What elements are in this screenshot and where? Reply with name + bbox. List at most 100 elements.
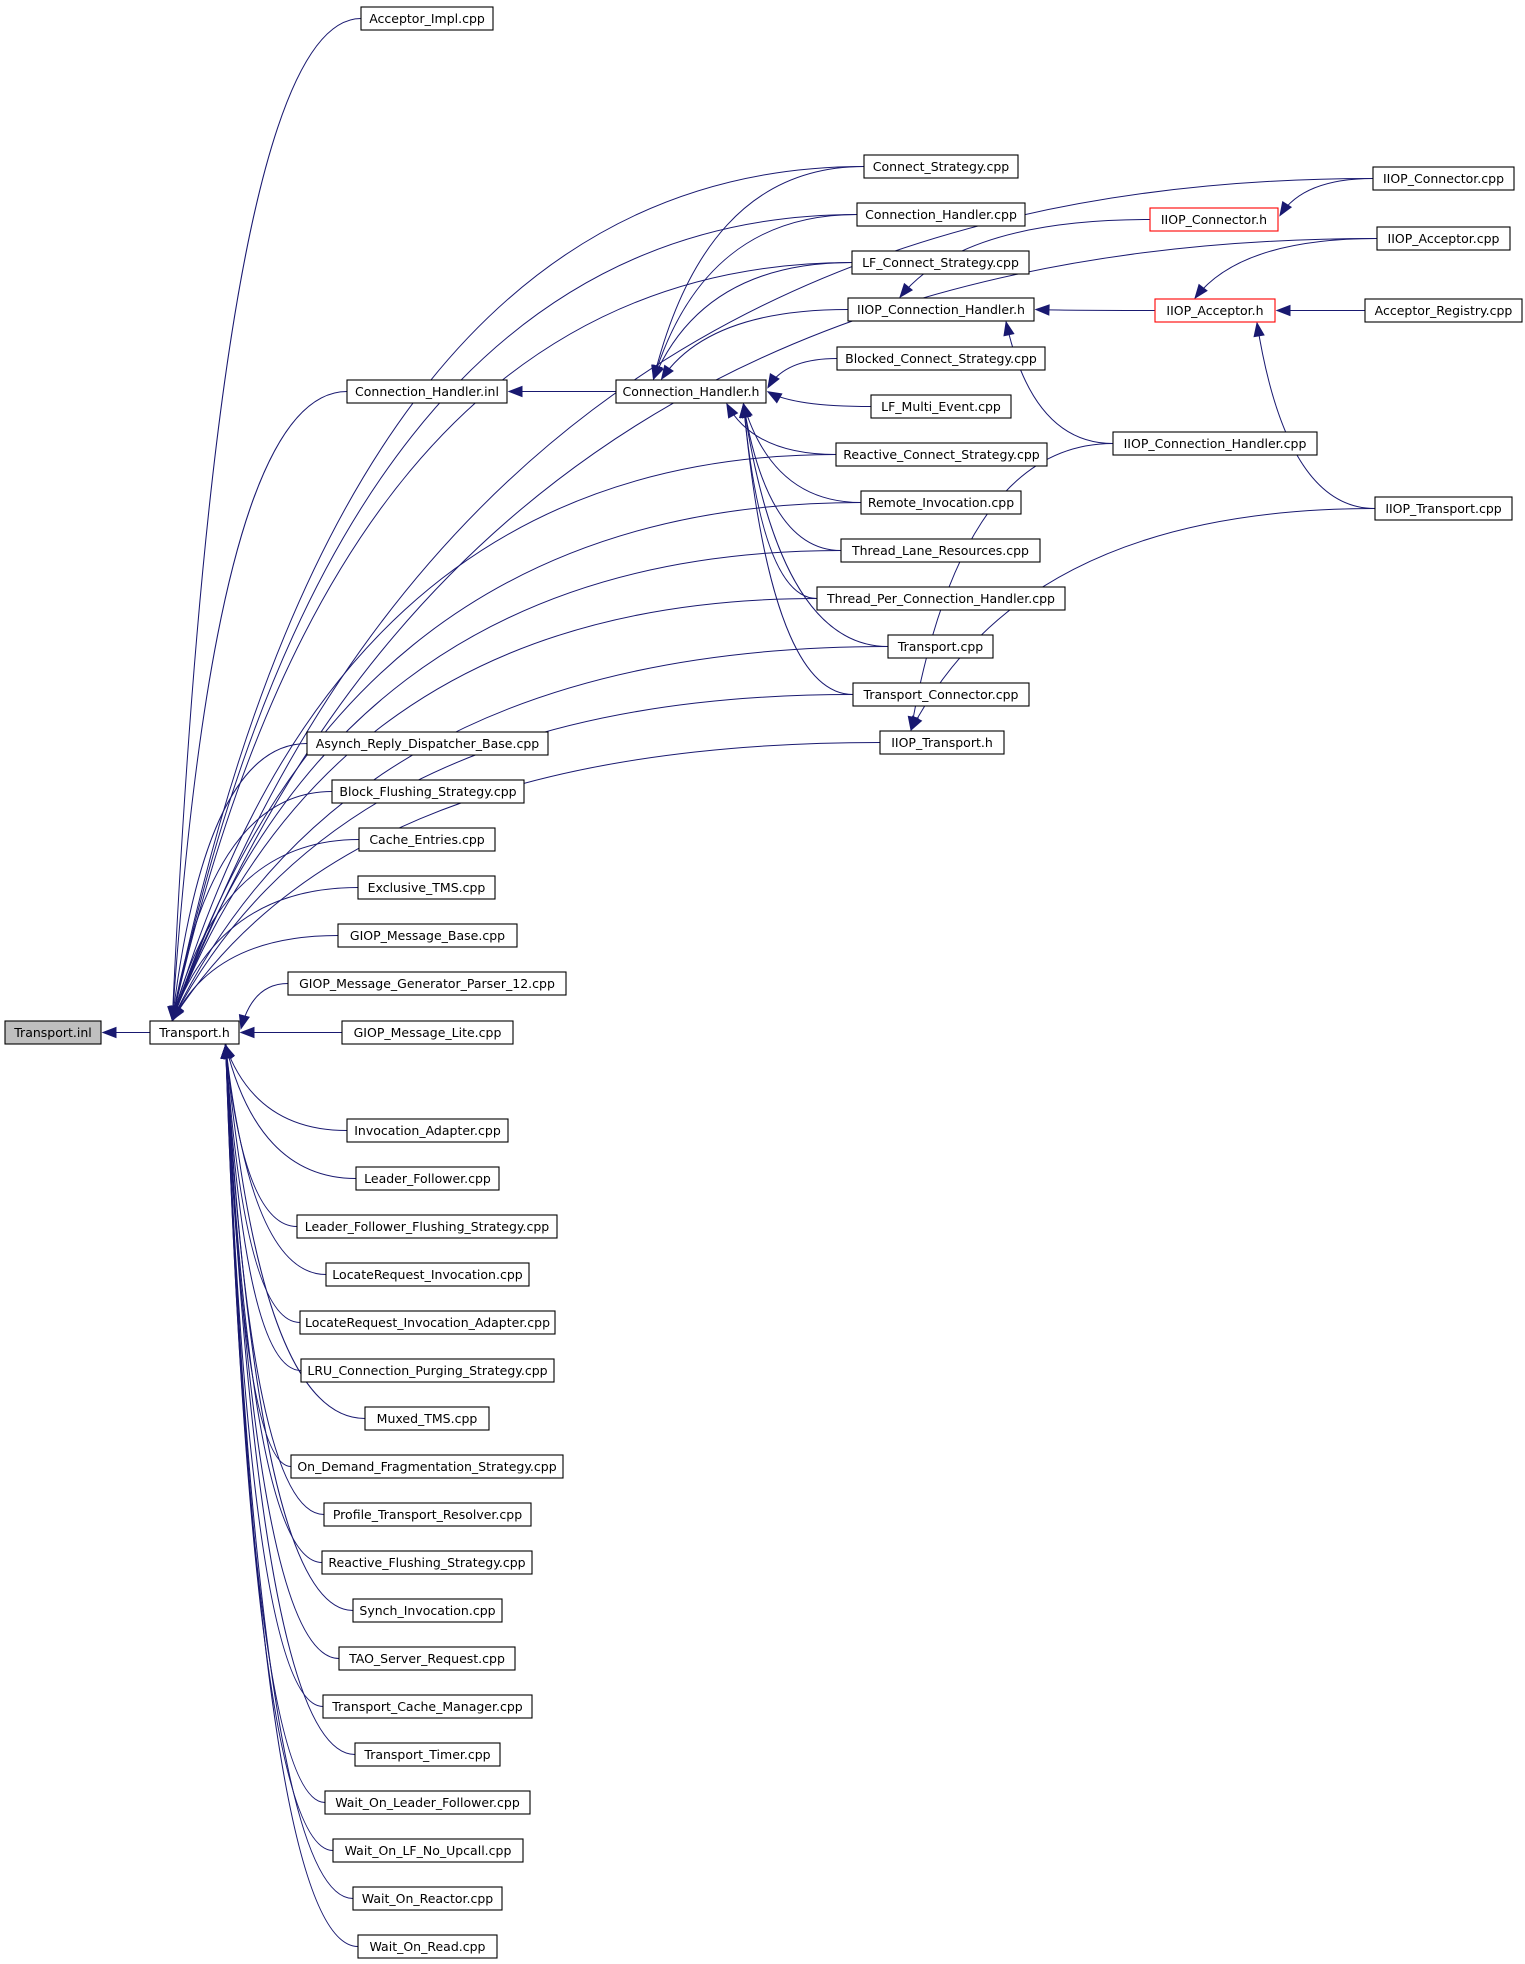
node-iiop-connector-cpp[interactable]: IIOP_Connector.cpp [1372, 166, 1515, 191]
node-acceptor-registry-cpp[interactable]: Acceptor_Registry.cpp [1364, 298, 1523, 323]
node-lf-connect-strategy-cpp[interactable]: LF_Connect_Strategy.cpp [851, 250, 1030, 275]
edge-blocked_connect_strategy_cpp-to-connection_handler_h [767, 358, 838, 388]
node-iiop-transport-h[interactable]: IIOP_Transport.h [879, 730, 1005, 755]
node-connect-strategy-cpp[interactable]: Connect_Strategy.cpp [863, 154, 1019, 179]
node-cache-entries-cpp[interactable]: Cache_Entries.cpp [358, 827, 496, 852]
node-transport-timer-cpp[interactable]: Transport_Timer.cpp [354, 1742, 501, 1767]
edge-iiop_connector_h-to-iiop_connection_handler_h [899, 219, 1151, 298]
node-wait-on-leader-follower-cpp[interactable]: Wait_On_Leader_Follower.cpp [324, 1790, 531, 1815]
node-transport-connector-cpp[interactable]: Transport_Connector.cpp [852, 682, 1030, 707]
edge-transport_connector_cpp-to-connection_handler_h [743, 403, 854, 695]
node-iiop-connection-handler-cpp[interactable]: IIOP_Connection_Handler.cpp [1112, 431, 1318, 456]
svg-text:GIOP_Message_Base.cpp: GIOP_Message_Base.cpp [350, 928, 505, 943]
edge-iiop_connection_handler_cpp-to-iiop_connection_handler_h [1005, 321, 1114, 444]
arrowhead-iiop_acceptor_h-to-iiop_connection_handler_h [1034, 304, 1050, 316]
node-block-flushing-strategy-cpp[interactable]: Block_Flushing_Strategy.cpp [331, 779, 525, 804]
arrowhead-transport_connector_cpp-to-connection_handler_h [739, 402, 751, 418]
node-leader-follower-flushing-strategy-cpp[interactable]: Leader_Follower_Flushing_Strategy.cpp [296, 1214, 558, 1239]
edge-reactive_connect_strategy_cpp-to-transport_h [171, 454, 837, 1021]
node-locaterequest-invocation-adapter-cpp[interactable]: LocateRequest_Invocation_Adapter.cpp [299, 1310, 556, 1335]
node-iiop-transport-cpp[interactable]: IIOP_Transport.cpp [1374, 496, 1513, 521]
edge-connection_handler_cpp-to-connection_handler_h [653, 214, 858, 380]
edge-iiop_transport_cpp-to-iiop_acceptor_h [1256, 322, 1376, 509]
edge-lf_multi_event_cpp-to-connection_handler_h [767, 391, 872, 407]
svg-text:Leader_Follower_Flushing_Strat: Leader_Follower_Flushing_Strategy.cpp [305, 1219, 550, 1234]
node-reactive-flushing-strategy-cpp[interactable]: Reactive_Flushing_Strategy.cpp [321, 1550, 533, 1575]
node-tao-server-request-cpp[interactable]: TAO_Server_Request.cpp [338, 1646, 516, 1671]
node-iiop-acceptor-h[interactable]: IIOP_Acceptor.h [1154, 298, 1276, 323]
node-locaterequest-invocation-cpp[interactable]: LocateRequest_Invocation.cpp [325, 1262, 530, 1287]
node-muxed-tms-cpp[interactable]: Muxed_TMS.cpp [364, 1406, 490, 1431]
svg-text:Acceptor_Registry.cpp: Acceptor_Registry.cpp [1375, 303, 1513, 318]
edge-iiop_acceptor_cpp-to-transport_h [171, 238, 1378, 1021]
svg-text:Transport_Cache_Manager.cpp: Transport_Cache_Manager.cpp [331, 1699, 522, 1714]
node-acceptor-impl-cpp[interactable]: Acceptor_Impl.cpp [360, 6, 494, 31]
node-transport-h[interactable]: Transport.h [149, 1020, 240, 1045]
svg-text:Connection_Handler.inl: Connection_Handler.inl [355, 384, 499, 399]
node-remote-invocation-cpp[interactable]: Remote_Invocation.cpp [860, 490, 1022, 515]
node-synch-invocation-cpp[interactable]: Synch_Invocation.cpp [352, 1598, 503, 1623]
node-giop-message-lite-cpp[interactable]: GIOP_Message_Lite.cpp [341, 1020, 514, 1045]
arrowhead-iiop_connection_handler_h-to-connection_handler_h [660, 364, 674, 381]
svg-text:IIOP_Acceptor.h: IIOP_Acceptor.h [1166, 303, 1263, 318]
svg-text:IIOP_Connection_Handler.cpp: IIOP_Connection_Handler.cpp [1124, 436, 1307, 451]
edge-giop_message_base_cpp-to-transport_h [172, 935, 339, 1021]
node-transport-inl[interactable]: Transport.inl [4, 1020, 102, 1045]
node-connection-handler-h[interactable]: Connection_Handler.h [615, 379, 767, 404]
edge-thread_lane_resources_cpp-to-connection_handler_h [743, 403, 842, 551]
svg-text:Block_Flushing_Strategy.cpp: Block_Flushing_Strategy.cpp [339, 784, 516, 799]
edge-locaterequest_invocation_adapter_cpp-to-transport_h [225, 1044, 301, 1323]
node-invocation-adapter-cpp[interactable]: Invocation_Adapter.cpp [346, 1118, 509, 1143]
svg-text:IIOP_Connector.cpp: IIOP_Connector.cpp [1383, 171, 1504, 186]
svg-text:Wait_On_Leader_Follower.cpp: Wait_On_Leader_Follower.cpp [335, 1795, 520, 1810]
svg-text:Remote_Invocation.cpp: Remote_Invocation.cpp [868, 495, 1014, 510]
node-connection-handler-inl[interactable]: Connection_Handler.inl [346, 379, 508, 404]
node-connection-handler-cpp[interactable]: Connection_Handler.cpp [856, 202, 1026, 227]
node-leader-follower-cpp[interactable]: Leader_Follower.cpp [355, 1166, 500, 1191]
node-iiop-connector-h[interactable]: IIOP_Connector.h [1149, 207, 1279, 232]
arrowhead-acceptor_registry_cpp-to-iiop_acceptor_h [1275, 304, 1291, 317]
svg-text:Asynch_Reply_Dispatcher_Base.c: Asynch_Reply_Dispatcher_Base.cpp [316, 736, 539, 751]
svg-text:Wait_On_LF_No_Upcall.cpp: Wait_On_LF_No_Upcall.cpp [345, 1843, 512, 1858]
node-blocked-connect-strategy-cpp[interactable]: Blocked_Connect_Strategy.cpp [836, 346, 1046, 371]
svg-text:LRU_Connection_Purging_Strateg: LRU_Connection_Purging_Strategy.cpp [307, 1363, 547, 1378]
node-transport-cache-manager-cpp[interactable]: Transport_Cache_Manager.cpp [322, 1694, 533, 1719]
svg-text:Connection_Handler.cpp: Connection_Handler.cpp [865, 207, 1017, 222]
node-transport-cpp[interactable]: Transport.cpp [887, 634, 994, 659]
node-wait-on-reactor-cpp[interactable]: Wait_On_Reactor.cpp [352, 1886, 503, 1911]
node-lru-connection-purging-strategy-cpp[interactable]: LRU_Connection_Purging_Strategy.cpp [300, 1358, 555, 1383]
node-profile-transport-resolver-cpp[interactable]: Profile_Transport_Resolver.cpp [323, 1502, 532, 1527]
svg-text:Reactive_Connect_Strategy.cpp: Reactive_Connect_Strategy.cpp [843, 447, 1040, 462]
svg-text:Profile_Transport_Resolver.cpp: Profile_Transport_Resolver.cpp [333, 1507, 522, 1522]
svg-text:IIOP_Acceptor.cpp: IIOP_Acceptor.cpp [1388, 231, 1500, 246]
edge-remote_invocation_cpp-to-connection_handler_h [743, 403, 862, 503]
node-wait-on-lf-no-upcall-cpp[interactable]: Wait_On_LF_No_Upcall.cpp [332, 1838, 524, 1863]
svg-text:Transport.inl: Transport.inl [13, 1025, 92, 1040]
edge-lf_connect_strategy_cpp-to-connection_handler_h [653, 262, 853, 380]
edge-exclusive_tms_cpp-to-transport_h [171, 887, 359, 1021]
node-iiop-acceptor-cpp[interactable]: IIOP_Acceptor.cpp [1376, 226, 1511, 251]
arrowhead-blocked_connect_strategy_cpp-to-connection_handler_h [767, 372, 780, 389]
node-on-demand-fragmentation-strategy-cpp[interactable]: On_Demand_Fragmentation_Strategy.cpp [290, 1454, 564, 1479]
node-exclusive-tms-cpp[interactable]: Exclusive_TMS.cpp [357, 875, 496, 900]
node-iiop-connection-handler-h[interactable]: IIOP_Connection_Handler.h [847, 297, 1035, 322]
node-thread-lane-resources-cpp[interactable]: Thread_Lane_Resources.cpp [840, 538, 1041, 563]
node-giop-message-generator-parser-12-cpp[interactable]: GIOP_Message_Generator_Parser_12.cpp [287, 971, 567, 996]
arrowhead-wait_on_read_cpp-to-transport_h [220, 1043, 232, 1059]
svg-text:GIOP_Message_Generator_Parser_: GIOP_Message_Generator_Parser_12.cpp [299, 976, 555, 991]
arrowhead-iiop_transport_cpp-to-iiop_acceptor_h [1253, 321, 1265, 338]
node-lf-multi-event-cpp[interactable]: LF_Multi_Event.cpp [870, 394, 1012, 419]
svg-text:Acceptor_Impl.cpp: Acceptor_Impl.cpp [369, 11, 485, 26]
edge-asynch_reply_dispatcher_base_cpp-to-transport_h [171, 743, 308, 1021]
edge-iiop_connector_cpp-to-transport_h [171, 178, 1374, 1021]
edge-transport_cpp-to-transport_h [171, 646, 889, 1021]
edge-iiop_connection_handler_h-to-connection_handler_h [661, 309, 849, 380]
node-giop-message-base-cpp[interactable]: GIOP_Message_Base.cpp [337, 923, 518, 948]
node-asynch-reply-dispatcher-base-cpp[interactable]: Asynch_Reply_Dispatcher_Base.cpp [306, 731, 549, 756]
node-wait-on-read-cpp[interactable]: Wait_On_Read.cpp [357, 1934, 498, 1959]
svg-text:LocateRequest_Invocation.cpp: LocateRequest_Invocation.cpp [332, 1267, 522, 1282]
node-thread-per-connection-handler-cpp[interactable]: Thread_Per_Connection_Handler.cpp [816, 586, 1066, 611]
arrowhead-reactive_connect_strategy_cpp-to-connection_handler_h [726, 402, 739, 419]
edge-thread_per_connection_handler_cpp-to-transport_h [171, 598, 818, 1021]
node-reactive-connect-strategy-cpp[interactable]: Reactive_Connect_Strategy.cpp [835, 442, 1048, 467]
